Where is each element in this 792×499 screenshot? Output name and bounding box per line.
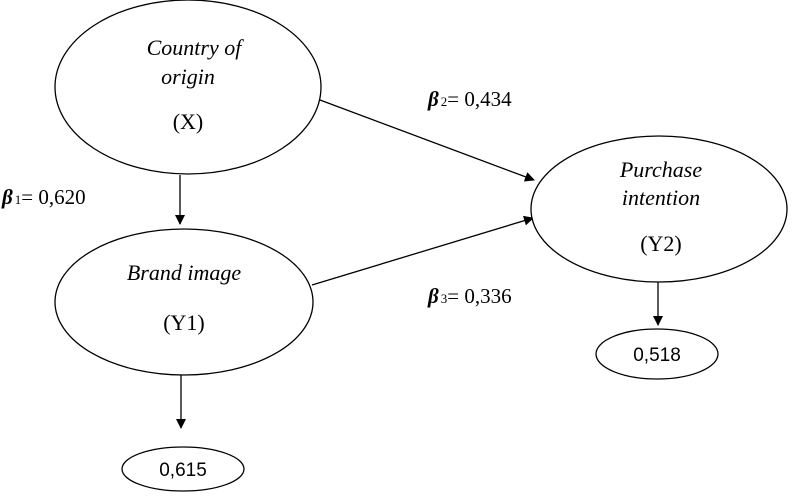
arrow-x-to-y2 [319, 99, 535, 182]
r2-brand-image: 0,615 [121, 446, 245, 492]
arrow-y1-to-y2 [311, 215, 534, 286]
node-brand-image: Brand image (Y1) [54, 228, 314, 376]
node-country-of-origin: Country of origin (X) [54, 0, 322, 175]
node-purchase-code: (Y2) [640, 231, 682, 256]
node-country-line2: origin [161, 64, 215, 89]
node-purchase-line1: Purchase [619, 157, 703, 182]
node-country-code: (X) [173, 109, 204, 134]
node-purchase-line2: intention [622, 185, 700, 210]
r2-purchase-intention: 0,518 [595, 328, 719, 380]
node-brand-line1: Brand image [127, 260, 242, 285]
r2-purchase-value: 0,518 [633, 345, 681, 366]
node-brand-code: (Y1) [163, 310, 205, 335]
node-country-line1: Country of [147, 35, 245, 60]
node-purchase-intention: Purchase intention (Y2) [530, 135, 788, 283]
r2-brand-value: 0,615 [159, 460, 207, 481]
